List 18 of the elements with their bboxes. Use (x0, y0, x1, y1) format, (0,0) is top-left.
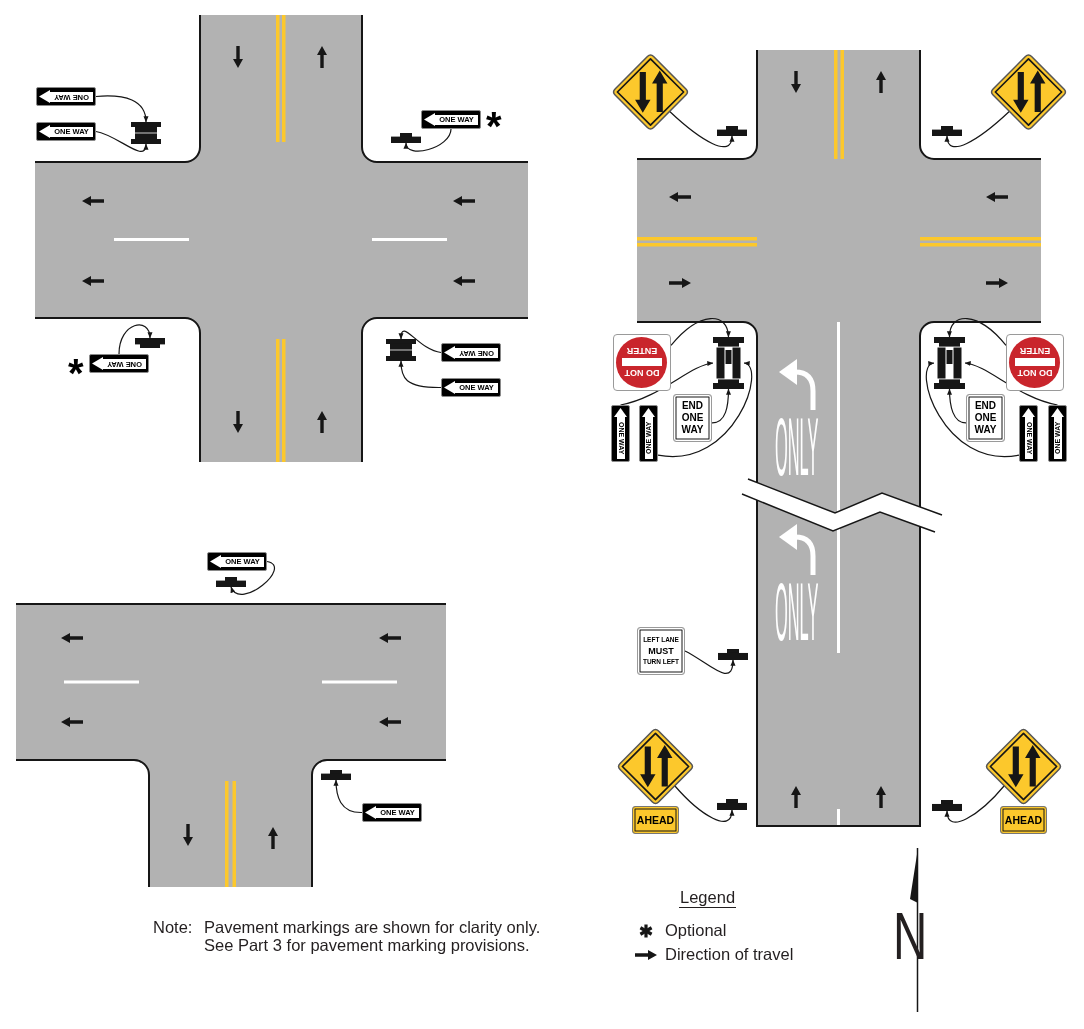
note-text: Pavement markings are shown for clarity only. See Part 3 for pavement marking provisions. (204, 918, 542, 954)
optional-mark: * (68, 358, 84, 373)
sign-text: DO NOT (624, 368, 660, 379)
sign-text: DO NOT (1017, 368, 1053, 379)
note-label: Note: (153, 918, 193, 936)
sign-text: AHEAD (1004, 814, 1043, 826)
legend-text: Direction of travel (665, 945, 794, 964)
legend-text: Optional (665, 921, 727, 940)
sign-text: MUST (648, 645, 674, 657)
legend-title: Legend (679, 888, 737, 908)
sign-text: ENTER (626, 346, 658, 357)
optional-mark: * (486, 111, 502, 126)
pavement-marking-text: ONLY (775, 418, 819, 480)
sign-text: END ONE WAY (973, 400, 998, 436)
sign-text: END ONE WAY (680, 400, 705, 436)
sign-text: ENTER (1019, 346, 1051, 357)
sign-text: AHEAD (636, 814, 675, 826)
pavement-marking-text: ONLY (775, 583, 819, 645)
